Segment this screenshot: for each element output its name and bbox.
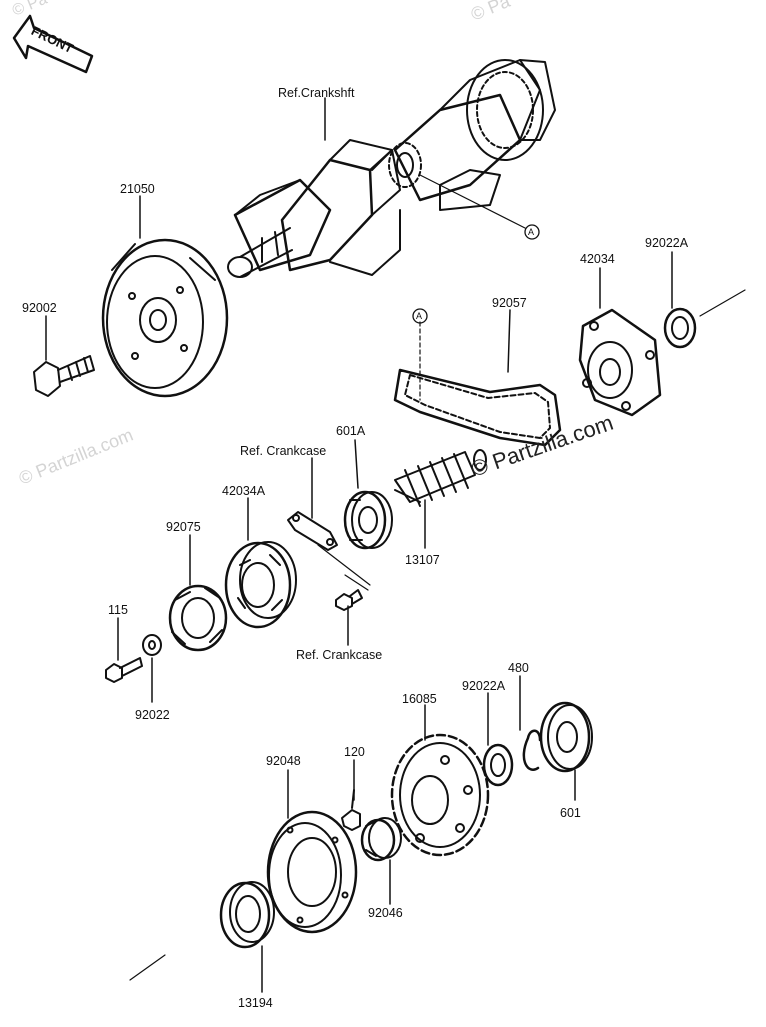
bolt-120	[341, 789, 361, 831]
washer-92022a-top	[663, 307, 697, 349]
gear-16085	[390, 733, 490, 857]
label-92022: 92022	[135, 708, 170, 722]
label-42034a: 42034A	[222, 484, 266, 498]
one-way-clutch-92075	[168, 584, 228, 652]
label-92075: 92075	[166, 520, 201, 534]
needle-bearing-92046	[360, 817, 402, 862]
label-circle-a-top: A	[528, 227, 535, 237]
label-circle-a-chain: A	[416, 311, 423, 321]
label-ref-crankshaft: Ref.Crankshft	[278, 86, 355, 100]
circle-a-reference-icon	[412, 224, 540, 324]
label-92022a-top: 92022A	[645, 236, 689, 250]
label-92002: 92002	[22, 301, 57, 315]
front-arrow-icon	[12, 14, 94, 74]
bolt-92002	[33, 355, 95, 397]
washer-92022	[142, 634, 162, 656]
washer-92022a-bottom	[482, 743, 514, 787]
chain-92057	[393, 368, 562, 447]
pulley-21050	[101, 238, 229, 398]
circlip-480	[522, 729, 542, 771]
ring-92048	[266, 810, 358, 934]
bearing-601a	[343, 490, 393, 550]
label-92057: 92057	[492, 296, 527, 310]
label-92048: 92048	[266, 754, 301, 768]
shaft-13107	[394, 449, 487, 507]
label-16085: 16085	[402, 692, 437, 706]
crankshaft	[227, 59, 556, 278]
label-13194: 13194	[238, 996, 273, 1010]
label-ref-crankcase-2: Ref. Crankcase	[296, 648, 383, 662]
label-42034: 42034	[580, 252, 615, 266]
label-115: 115	[108, 603, 128, 617]
bolt-115	[105, 657, 143, 683]
label-601: 601	[560, 806, 581, 820]
label-ref-crankcase-1: Ref. Crankcase	[240, 444, 327, 458]
sleeve-13194	[219, 881, 275, 949]
label-92046: 92046	[368, 906, 403, 920]
label-120: 120	[344, 745, 365, 759]
label-21050: 21050	[120, 182, 155, 196]
label-480: 480	[508, 661, 529, 675]
clutch-housing-42034a	[224, 541, 297, 629]
label-92022a-bottom: 92022A	[462, 679, 506, 693]
sprocket-42034	[578, 308, 662, 417]
crankcase-plate	[287, 511, 338, 551]
label-13107: 13107	[405, 553, 440, 567]
label-601a: 601A	[336, 424, 366, 438]
bearing-601	[539, 701, 593, 773]
crankcase-bolt	[335, 589, 363, 611]
